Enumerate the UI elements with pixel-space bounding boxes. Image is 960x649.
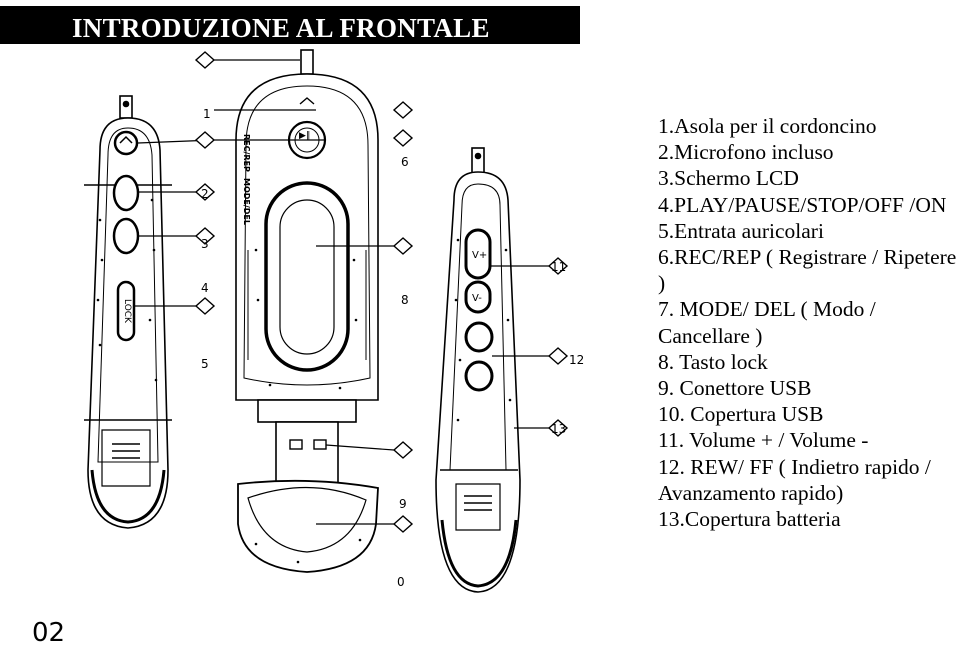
- callout-diamonds: [194, 51, 569, 533]
- svg-text:REC/REP: REC/REP: [242, 134, 251, 172]
- callout-marker: [194, 227, 216, 245]
- svg-text:V+: V+: [472, 250, 487, 261]
- callout-number: 9: [399, 497, 407, 511]
- leader-lines: [134, 59, 550, 525]
- legend-item: 2.Microfono incluso: [658, 140, 834, 165]
- callout-marker: [194, 131, 216, 149]
- legend-item: 13.Copertura batteria: [658, 507, 841, 532]
- callout-number: 3: [201, 237, 209, 251]
- callout-number: 11: [551, 260, 566, 274]
- front-view: ▶‖ REC/REP MODE/DEL: [235, 49, 379, 573]
- callout-marker: [392, 441, 414, 459]
- callout-number: 5: [201, 357, 209, 371]
- callout-marker: [547, 257, 569, 275]
- legend-item: 7. MODE/ DEL ( Modo / Cancellare ): [658, 297, 876, 348]
- legend-item: 11. Volume + / Volume -: [658, 428, 869, 453]
- callout-marker: [392, 237, 414, 255]
- callout-number: 1: [203, 107, 211, 121]
- callout-number: 8: [401, 293, 409, 307]
- mode-del-side-label: MODE/DEL: [242, 178, 251, 225]
- right-side-view: V+ V-: [435, 147, 521, 593]
- component-legend: 1.Asola per il cordoncino 2.Microfono in…: [658, 113, 958, 532]
- rec-rep-side-label: REC/REP: [242, 134, 251, 172]
- svg-text:LOCK: LOCK: [122, 299, 132, 324]
- legend-item: 9. Conettore USB: [658, 376, 812, 401]
- callout-number: 2: [201, 187, 209, 201]
- svg-text:▶‖: ▶‖: [299, 131, 310, 141]
- callout-marker: [392, 101, 414, 119]
- callout-number: 0: [397, 575, 405, 589]
- callout-marker: [547, 419, 569, 437]
- legend-item: 10. Copertura USB: [658, 402, 824, 427]
- device-diagram: ▶‖ REC/REP MODE/DEL: [84, 49, 584, 593]
- callout-number: 13: [551, 422, 566, 436]
- callout-marker: [392, 515, 414, 533]
- legend-item: 1.Asola per il cordoncino: [658, 114, 877, 138]
- callout-marker: [547, 347, 569, 365]
- header-bar: INTRODUZIONE AL FRONTALE: [0, 6, 580, 44]
- legend-item: 5.Entrata auricolari: [658, 218, 824, 243]
- svg-text:V-: V-: [472, 293, 482, 304]
- callout-marker: [194, 297, 216, 315]
- legend-item: 8. Tasto lock: [658, 349, 768, 374]
- page-number: 02: [32, 618, 66, 648]
- left-side-view: [84, 95, 172, 529]
- callout-number: 6: [401, 155, 409, 169]
- legend-item: 6.REC/REP ( Registrare / Ripetere ): [658, 245, 957, 296]
- page-title: INTRODUZIONE AL FRONTALE: [72, 13, 490, 43]
- legend-item: 3.Schermo LCD: [658, 166, 799, 191]
- lock-label: LOCK: [122, 299, 132, 324]
- callout-marker: [194, 183, 216, 201]
- callout-marker: [194, 51, 216, 69]
- callout-marker: [392, 129, 414, 147]
- callout-number: 12: [569, 353, 584, 367]
- legend-item: 12. REW/ FF ( Indietro rapido / Avanzame…: [658, 454, 931, 505]
- svg-text:MODE/DEL: MODE/DEL: [242, 178, 251, 225]
- legend-item: 4.PLAY/PAUSE/STOP/OFF /ON: [658, 192, 947, 217]
- callout-number: 4: [201, 281, 209, 295]
